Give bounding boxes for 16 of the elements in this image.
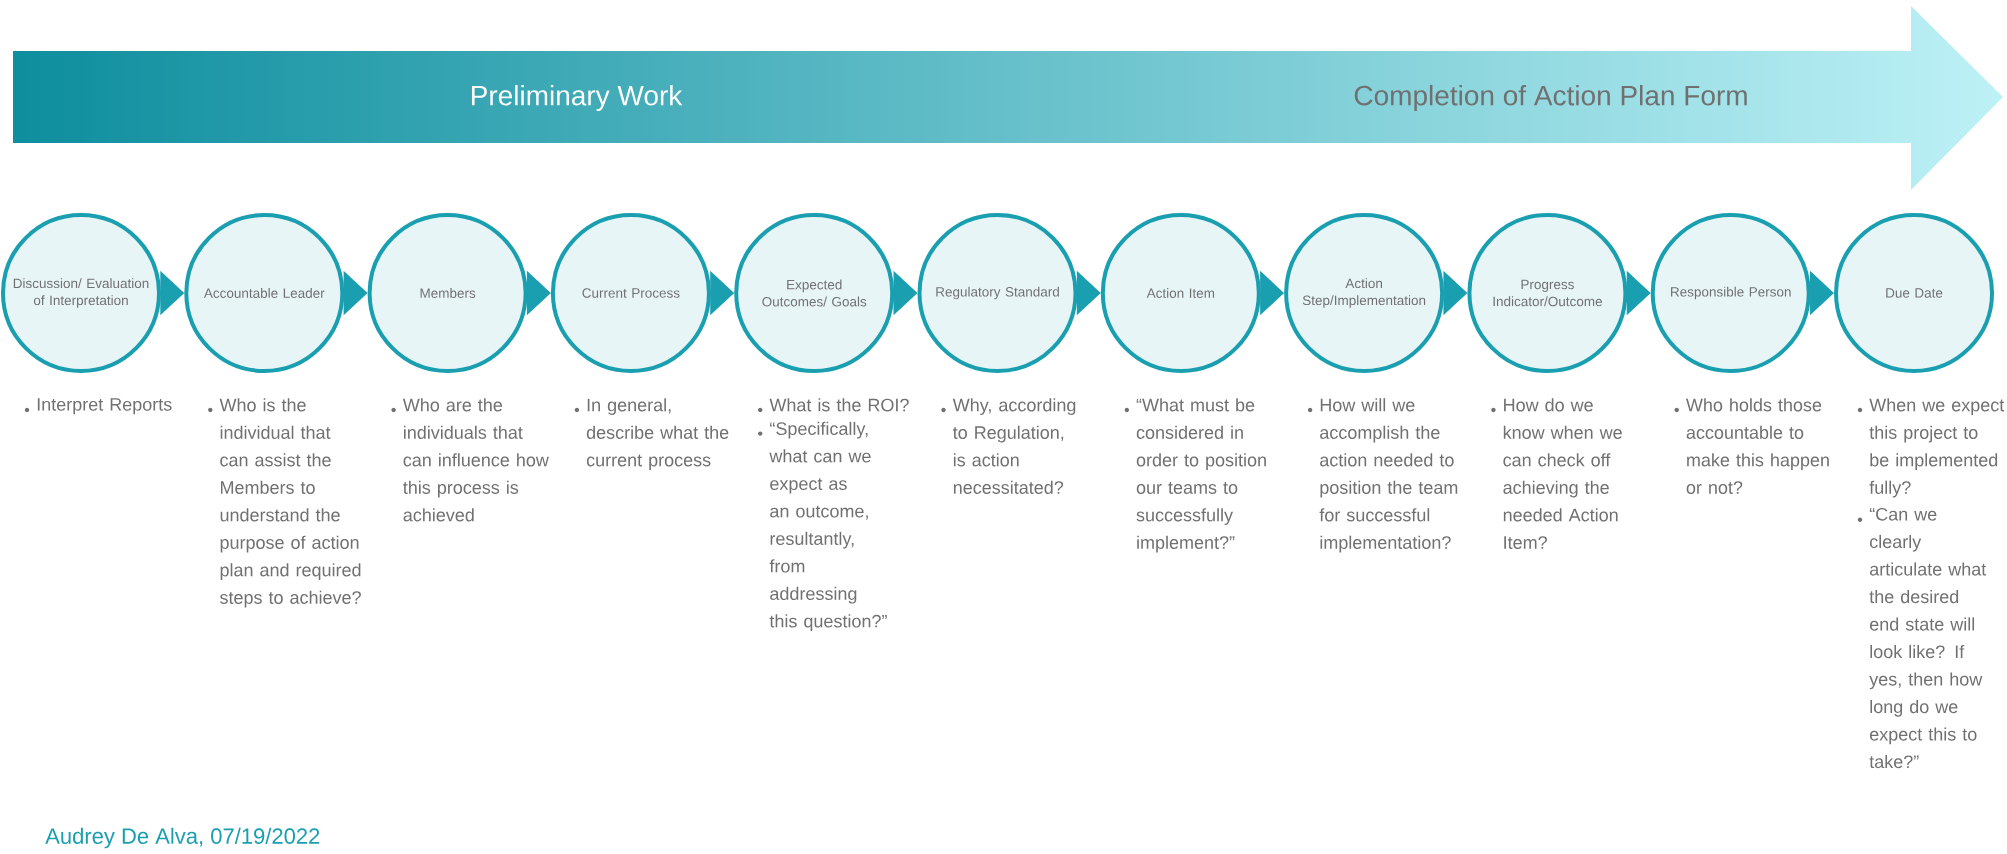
banner-label: Preliminary Work [472, 84, 683, 112]
bullet-text: When we expect this project to be implemented fully? [1869, 398, 2005, 498]
bullet-text: Who is the individual that can assist the Members to understand the purpose of action plan and required steps to achieve? [219, 398, 361, 608]
bullet-text: Interpret Reports [37, 398, 172, 415]
bullet-text: “What must be considered in order to position our teams to successfully implement?” [1136, 398, 1266, 553]
bullet-text: How do we know when we can check off achieving the needed Action Item? [1503, 398, 1622, 549]
bullet-text: Why, according to Regulation, is action necessitated? [952, 398, 1076, 494]
bullet-text: “Can we clearly articulate what the desired end state will look like? If yes, then how long do we expect this to take?” [1869, 507, 1987, 769]
banner-label: Completion of Action Plan Form [1354, 84, 1747, 112]
bullet-text: “Specifically, what can we expect as an outcome, resultantly, from addressing this question?” [769, 421, 887, 632]
bullet-text: Who holds those accountable to make this happen or not? [1686, 398, 1829, 494]
bullet-text: What is the ROI? [769, 398, 909, 412]
author-note: Audrey De Alva, 07/19/2022 [45, 827, 320, 849]
bullet-text: In general, describe what the current process [586, 398, 729, 470]
bullet-text: Who are the individuals that can influence how this process is achieved [402, 398, 549, 522]
bullet-text: How will we accomplish the action needed to position the team for successful implementation? [1319, 398, 1458, 553]
